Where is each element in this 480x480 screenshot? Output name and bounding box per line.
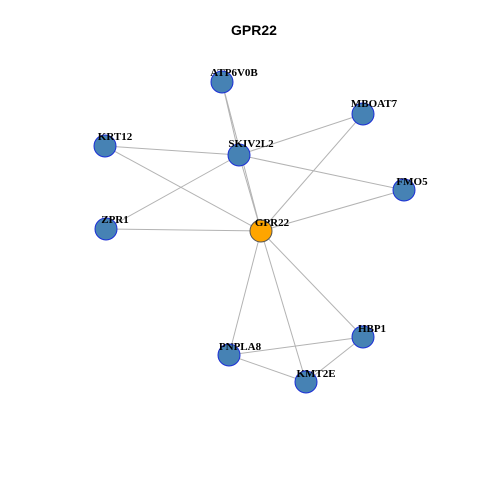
node-hbp1[interactable]: HBP1 [351,323,386,349]
node-label: SKIV2L2 [228,138,274,150]
edge-gpr22-skiv2l2 [238,154,262,232]
node-circle[interactable] [392,178,416,202]
node-label: HBP1 [358,323,386,335]
node-circle[interactable] [94,217,118,241]
node-circle[interactable] [210,70,234,94]
edge-pnpla8-hbp1 [228,336,364,356]
node-circle[interactable] [93,134,117,158]
node-fmo5[interactable]: FMO5 [392,176,428,202]
node-mboat7[interactable]: MBOAT7 [351,98,398,126]
node-label: KRT12 [98,131,133,143]
edge-skiv2l2-mboat7 [238,113,364,156]
edge-skiv2l2-fmo5 [238,154,405,191]
node-label: KMT2E [296,368,335,380]
node-circle[interactable] [227,143,251,167]
node-skiv2l2[interactable]: SKIV2L2 [227,138,274,167]
edge-gpr22-mboat7 [260,113,364,232]
node-atp6v0b[interactable]: ATP6V0B [210,67,258,94]
edge-layer [104,81,405,383]
node-circle[interactable] [351,325,375,349]
node-circle[interactable] [351,102,375,126]
node-gpr22[interactable]: GPR22 [249,217,290,243]
edge-skiv2l2-krt12 [104,145,240,156]
node-circle[interactable] [249,219,273,243]
node-label: FMO5 [396,176,428,188]
node-circle[interactable] [217,343,241,367]
node-label: ZPR1 [101,214,129,226]
node-kmt2e[interactable]: KMT2E [294,368,336,394]
node-pnpla8[interactable]: PNPLA8 [217,341,262,367]
node-label: MBOAT7 [351,98,398,110]
node-krt12[interactable]: KRT12 [93,131,133,158]
edge-gpr22-zpr1 [105,228,262,232]
node-label: GPR22 [255,217,290,229]
edge-skiv2l2-atp6v0b [221,81,240,156]
node-label: ATP6V0B [210,67,258,79]
edge-gpr22-fmo5 [260,189,405,232]
edge-pnpla8-kmt2e [228,354,307,383]
edge-gpr22-krt12 [104,145,262,232]
node-label: PNPLA8 [219,341,262,353]
edge-skiv2l2-zpr1 [105,154,240,230]
edge-gpr22-kmt2e [260,230,307,383]
edge-gpr22-pnpla8 [228,230,262,356]
diagram-title: GPR22 [231,22,277,38]
node-circle[interactable] [294,370,318,394]
edge-gpr22-hbp1 [260,230,364,338]
edge-kmt2e-hbp1 [305,336,364,383]
node-zpr1[interactable]: ZPR1 [94,214,129,241]
